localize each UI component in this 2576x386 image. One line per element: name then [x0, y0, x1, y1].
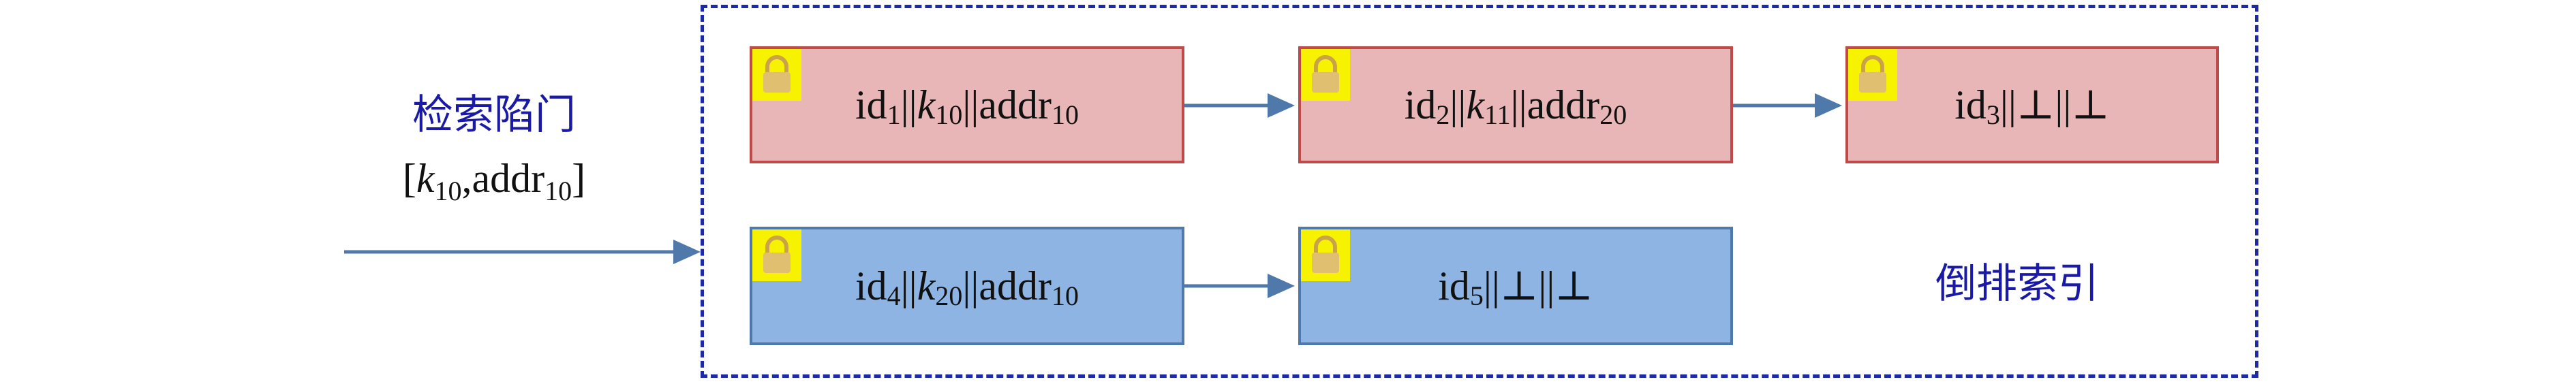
- inverted-index-label: 倒排索引: [1935, 261, 2099, 306]
- arrow-node2-to-node3: [1733, 93, 1842, 118]
- trapdoor-key: [k10,addr10]: [402, 156, 586, 206]
- lock-icon: [1301, 49, 1350, 101]
- arrow-node1-to-node2: [1184, 93, 1295, 118]
- arrow-trapdoor-to-node4: [344, 240, 701, 264]
- lock-icon: [1848, 49, 1897, 101]
- inverted-index-frame: [701, 5, 2258, 378]
- lock-icon: [1301, 229, 1350, 281]
- arrow-node4-to-node5: [1184, 274, 1295, 298]
- lock-icon: [752, 49, 801, 101]
- trapdoor-title: 检索陷门: [412, 93, 576, 138]
- lock-icon: [752, 229, 801, 281]
